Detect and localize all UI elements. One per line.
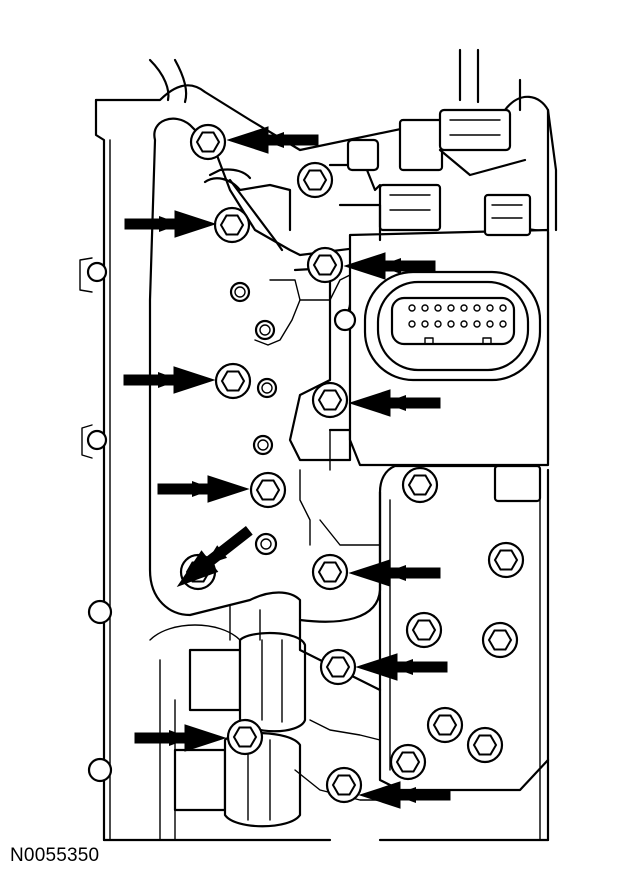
- bolt-9: [319, 648, 357, 686]
- arrow-icon: [349, 559, 441, 587]
- arrow-icon: [123, 366, 215, 394]
- arrow-icon: [134, 724, 226, 752]
- bolt-2: [213, 206, 251, 244]
- bolt-4: [214, 362, 252, 400]
- arrow-icon: [359, 781, 451, 809]
- bolt-6: [249, 471, 287, 509]
- transmission-case: [79, 48, 558, 842]
- figure-id-label: N0055350: [10, 845, 100, 866]
- bolt-8: [311, 553, 349, 591]
- bolt-1: [189, 123, 227, 161]
- arrow-icon: [157, 475, 249, 503]
- connector-pins: [408, 304, 507, 328]
- arrow-icon: [124, 210, 216, 238]
- bolt-5: [311, 381, 349, 419]
- solenoid-connector: [328, 108, 550, 503]
- check-ball-plugs: [229, 281, 278, 556]
- shift-solenoids: [149, 604, 307, 841]
- arrow-icon: [356, 653, 448, 681]
- arrow-icon: [169, 519, 258, 597]
- bolt-11: [325, 766, 363, 804]
- bolt-3: [306, 246, 344, 284]
- bolt-10: [226, 718, 264, 756]
